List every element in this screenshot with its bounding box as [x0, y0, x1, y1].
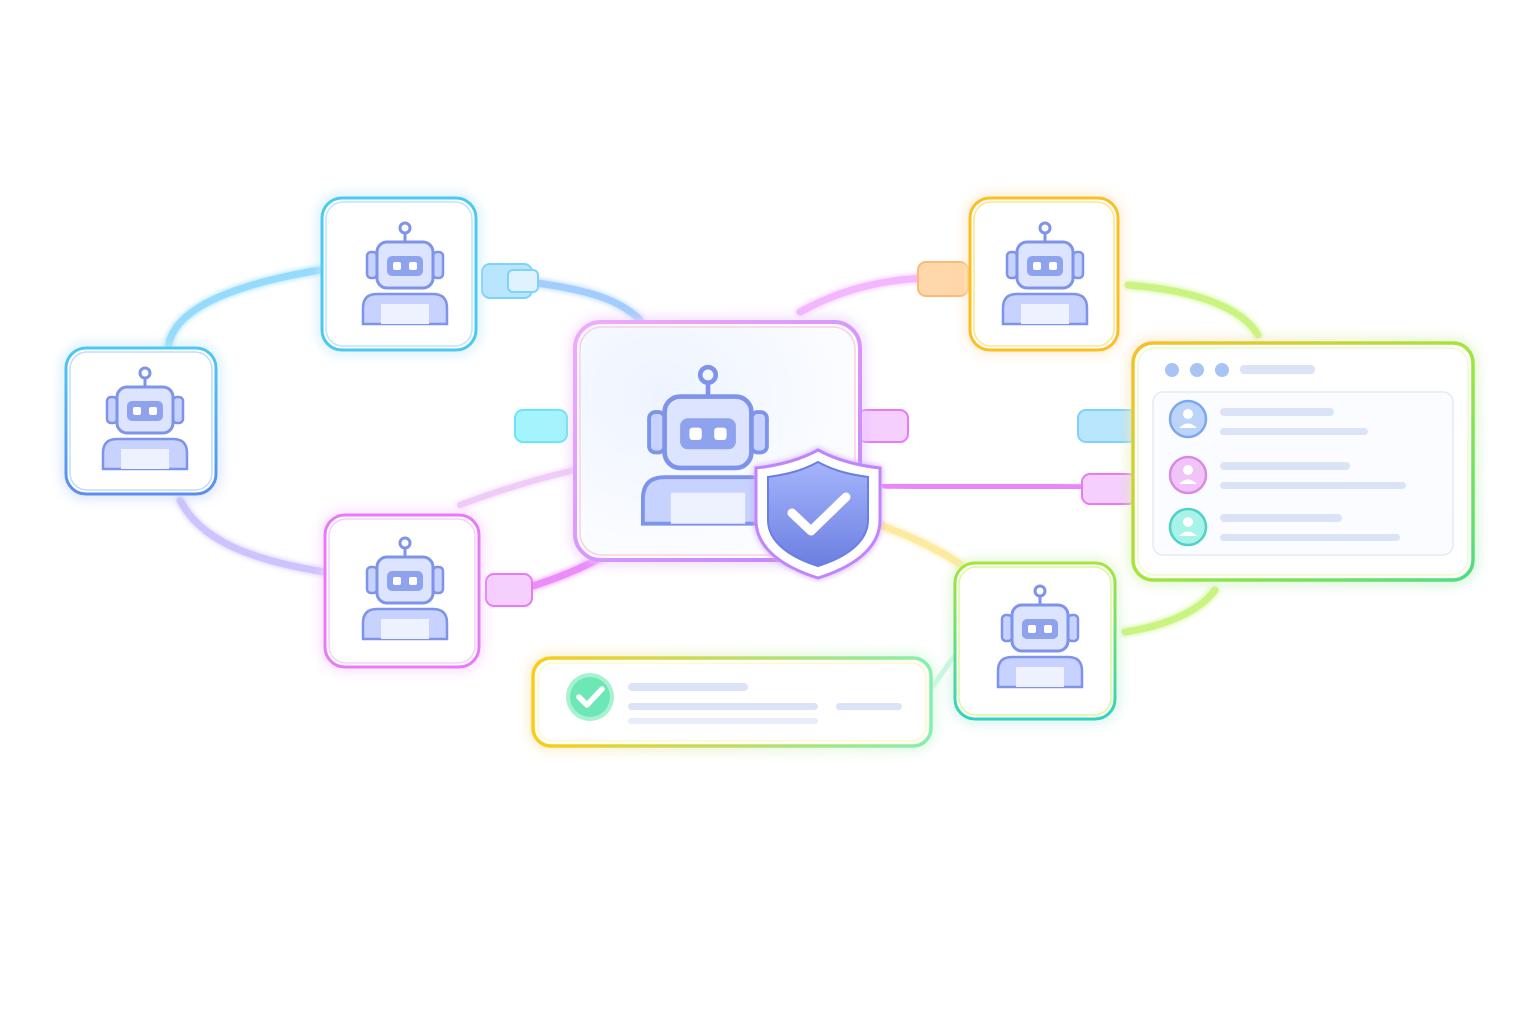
agent-node-top-right[interactable] — [968, 196, 1120, 352]
agent-node-top-left[interactable] — [320, 196, 478, 352]
window-dot[interactable] — [1215, 363, 1229, 377]
status-line — [628, 718, 818, 724]
status-card[interactable] — [531, 656, 933, 748]
contact-row[interactable] — [1168, 399, 1368, 439]
contacts-window[interactable] — [1131, 341, 1475, 582]
contact-row[interactable] — [1168, 507, 1400, 547]
cable-plugs — [481, 261, 1137, 607]
contact-row[interactable] — [1168, 455, 1406, 495]
status-line — [836, 703, 902, 710]
plug — [917, 261, 969, 297]
hub-agent-node[interactable] — [573, 320, 882, 580]
agent-node-bottom-left[interactable] — [323, 513, 481, 669]
plug — [1081, 473, 1137, 505]
status-line — [628, 703, 818, 710]
shield-check-icon — [754, 448, 882, 580]
window-dot[interactable] — [1165, 363, 1179, 377]
agent-node-left[interactable] — [64, 346, 218, 496]
agent-node-bottom-right[interactable] — [953, 561, 1117, 721]
plug — [485, 573, 533, 607]
status-line — [628, 683, 748, 691]
window-dot[interactable] — [1190, 363, 1204, 377]
check-circle-icon — [566, 673, 614, 721]
plug — [1077, 409, 1137, 443]
plug — [514, 409, 568, 443]
plug — [857, 409, 909, 443]
window-title-bar — [1240, 365, 1315, 374]
